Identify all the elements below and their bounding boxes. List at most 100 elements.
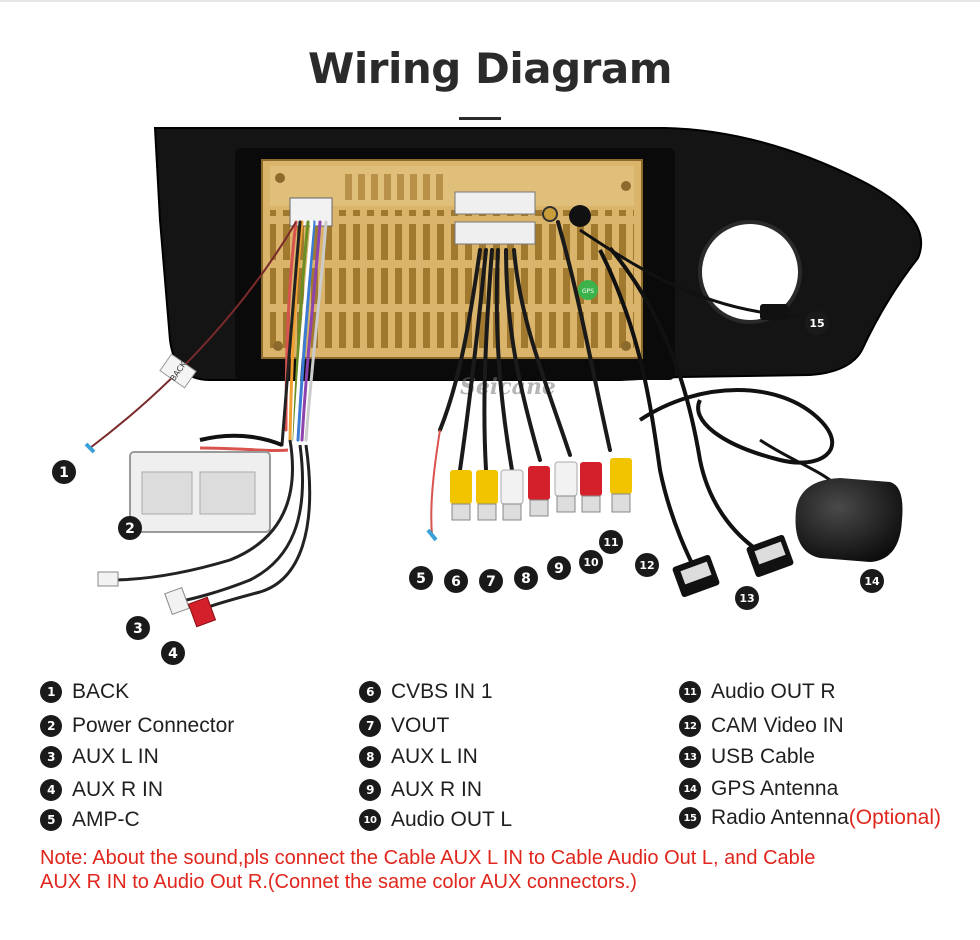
legend-label: CAM Video IN	[711, 714, 844, 737]
legend-number: 10	[359, 809, 381, 831]
sound-note-line-2: AUX R IN to Audio Out R.(Connet the same…	[40, 871, 637, 893]
legend-label: AUX L IN	[72, 745, 159, 768]
legend-number: 5	[40, 809, 62, 831]
usb-cables	[598, 246, 835, 581]
callout-11: 11	[599, 530, 623, 554]
aux-r-in-left-plug	[187, 596, 217, 628]
head-unit: GPS	[261, 159, 643, 359]
legend-label: Radio Antenna	[711, 806, 849, 829]
legend-label: AMP-C	[72, 808, 140, 831]
legend-number: 3	[40, 746, 62, 768]
back-wire	[89, 221, 297, 449]
amp-wire	[109, 439, 294, 582]
legend-number: 15	[679, 807, 701, 829]
svg-text:13: 13	[739, 592, 754, 605]
legend-item-radio-antenna: 15 Radio Antenna(Optional)	[679, 805, 941, 831]
back-wire-end	[84, 442, 96, 454]
callout-14: 14	[860, 569, 884, 593]
svg-text:3: 3	[133, 621, 143, 637]
rca-plug-aux-l	[500, 469, 524, 521]
callout-3: 3	[126, 616, 150, 640]
svg-text:5: 5	[416, 571, 426, 587]
rca-plug-audio-out-r	[580, 462, 602, 513]
title-underline	[459, 117, 501, 120]
svg-text:1: 1	[59, 465, 69, 481]
legend-number: 2	[40, 715, 62, 737]
legend-label: AUX R IN	[72, 778, 164, 801]
sound-note: Note: About the sound,pls connect the Ca…	[40, 846, 960, 894]
callout-9: 9	[547, 556, 571, 580]
sound-note-line-1: Note: About the sound,pls connect the Ca…	[40, 847, 816, 869]
legend-number: 12	[679, 715, 701, 737]
callout-8: 8	[514, 566, 538, 590]
legend-number: 6	[359, 681, 381, 703]
legend-label: Power Connector	[72, 714, 235, 737]
watermark: Seicane	[460, 374, 556, 400]
svg-text:14: 14	[864, 575, 880, 588]
gps-badge-text: GPS	[582, 288, 594, 295]
callout-6: 6	[444, 569, 468, 593]
svg-text:10: 10	[583, 556, 599, 569]
legend-number: 7	[359, 715, 381, 737]
dash-cutout	[698, 220, 802, 324]
legend-label: AUX L IN	[391, 745, 478, 768]
legend-optional-note: (Optional)	[848, 806, 941, 829]
callout-12: 12	[635, 553, 659, 577]
legend-item-aux-l-in: 3 AUX L IN	[40, 744, 159, 770]
left-wire-bundle	[280, 220, 328, 452]
svg-text:12: 12	[639, 559, 654, 572]
amp-plug	[97, 571, 119, 587]
legend-number: 4	[40, 779, 62, 801]
legend-number: 13	[679, 746, 701, 768]
legend-item-aux-r-in-2: 9 AUX R IN	[359, 777, 482, 803]
callout-2: 2	[118, 516, 142, 540]
legend-label: VOUT	[391, 714, 450, 737]
callout-7: 7	[479, 569, 503, 593]
callout-1: 1	[52, 460, 76, 484]
legend-label: Audio OUT R	[711, 680, 836, 703]
legend-item-back: 1 BACK	[40, 679, 129, 705]
rca-plug-audio-out-l	[554, 461, 578, 513]
legend-number: 9	[359, 779, 381, 801]
rca-plug-cam	[610, 458, 632, 513]
power-connector	[129, 433, 289, 533]
radio-antenna-plug	[760, 304, 788, 320]
callout-10: 10	[579, 550, 603, 574]
svg-text:8: 8	[521, 571, 531, 587]
legend-label: AUX R IN	[391, 778, 483, 801]
page-title: Wiring Diagram	[308, 44, 672, 93]
legend-label: Audio OUT L	[391, 808, 513, 831]
legend-item-amp-c: 5 AMP-C	[40, 807, 140, 833]
svg-text:9: 9	[554, 561, 564, 577]
svg-text:2: 2	[125, 521, 135, 537]
rca-plug-cvbs	[450, 470, 472, 521]
svg-text:4: 4	[168, 646, 178, 662]
rca-plug-aux-r	[528, 466, 550, 517]
legend-label: USB Cable	[711, 745, 815, 768]
legend-item-audio-out-r: 11 Audio OUT R	[679, 679, 836, 705]
radio-jack	[569, 205, 591, 227]
callout-5: 5	[409, 566, 433, 590]
radio-antenna-cable	[579, 228, 801, 318]
gps-antenna	[795, 478, 903, 562]
back-tag	[159, 353, 197, 389]
svg-text:11: 11	[603, 536, 618, 549]
legend-item-cvbs-in-1: 6 CVBS IN 1	[359, 679, 493, 705]
svg-text:15: 15	[809, 317, 824, 330]
legend-item-audio-out-l: 10 Audio OUT L	[359, 807, 512, 833]
legend-item-vout: 7 VOUT	[359, 713, 449, 739]
svg-text:7: 7	[486, 574, 496, 590]
rca-cables	[438, 220, 612, 472]
legend-item-cam-video-in: 12 CAM Video IN	[679, 713, 844, 739]
callout-4: 4	[161, 641, 185, 665]
legend-item-gps-antenna: 14 GPS Antenna	[679, 776, 838, 802]
legend-label: CVBS IN 1	[391, 680, 493, 703]
wiring-illustration: GPS Seicane BACK	[52, 127, 923, 665]
callout-15: 15	[805, 311, 829, 335]
amp-c-wire	[430, 429, 441, 536]
callout-13: 13	[735, 586, 759, 610]
legend-item-aux-l-in-2: 8 AUX L IN	[359, 744, 478, 770]
legend-label: BACK	[72, 680, 130, 703]
legend-item-aux-r-in: 4 AUX R IN	[40, 777, 163, 803]
aux-l-in-left-plug	[164, 586, 190, 616]
